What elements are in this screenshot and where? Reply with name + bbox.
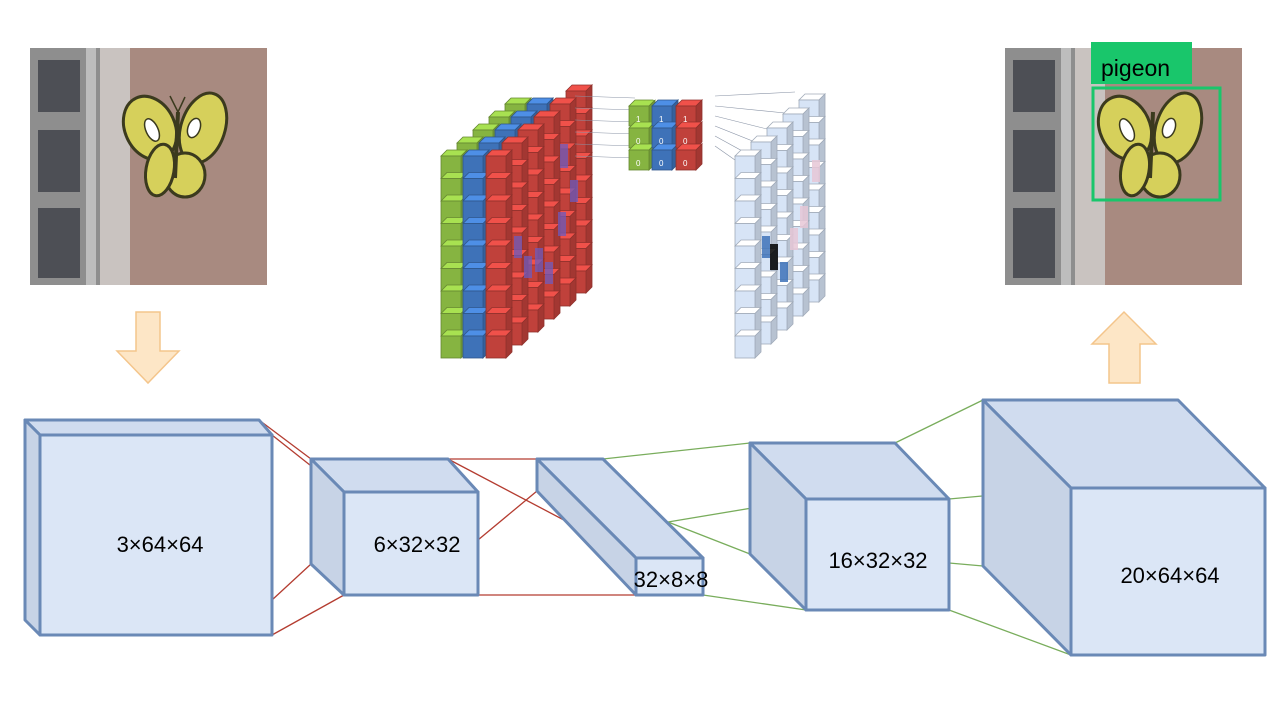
voxel — [462, 329, 490, 359]
kernel-bit: 1 — [683, 115, 688, 124]
detection-box — [1091, 86, 1222, 202]
kernel-bit: 1 — [659, 115, 664, 124]
voxel — [485, 216, 513, 247]
kernel-bit: 0 — [636, 159, 641, 168]
layer-block-6x32x32: 6×32×32 — [309, 457, 480, 597]
detection-label: pigeon — [1101, 55, 1170, 81]
input-channel-stack — [440, 84, 593, 359]
down-arrow-icon — [115, 311, 181, 385]
activation-mark — [780, 262, 788, 282]
layer-block-32x8x8: 32×8×8 — [535, 457, 709, 597]
layer-label: 16×32×32 — [828, 548, 927, 573]
highlight-mark — [545, 262, 553, 284]
kernel-cube: 0 1 0 1 1 0 0 1 0 0 1 0 0 — [628, 84, 710, 171]
voxel — [651, 143, 679, 171]
highlight-mark — [570, 180, 578, 202]
voxel — [675, 143, 703, 171]
up-arrow-icon — [1090, 310, 1158, 384]
activation-mark — [812, 160, 820, 182]
kernel-bit: 0 — [683, 137, 688, 146]
butterfly-icon — [1096, 91, 1204, 199]
activation-mark — [770, 244, 778, 270]
kernel-bit: 1 — [705, 121, 710, 130]
activation-mark — [790, 228, 798, 250]
butterfly-icon — [121, 91, 229, 199]
voxel — [734, 329, 762, 359]
kernel-bit: 1 — [679, 84, 684, 93]
layer-label: 6×32×32 — [374, 532, 461, 557]
voxel — [675, 121, 703, 149]
kernel-bit: 1 — [636, 115, 641, 124]
kernel-bit: 0 — [705, 99, 710, 108]
voxel — [675, 99, 703, 127]
layer-label: 20×64×64 — [1120, 563, 1219, 588]
detection-label-bg — [1091, 42, 1192, 84]
input-image — [30, 48, 267, 285]
highlight-mark — [558, 212, 566, 236]
activation-mark — [762, 236, 770, 258]
voxel — [485, 329, 513, 359]
highlight-mark — [560, 144, 568, 168]
layer-block-3x64x64: 3×64×64 — [23, 418, 274, 637]
voxel — [628, 143, 656, 171]
kernel-bit: 0 — [659, 137, 664, 146]
highlight-mark — [535, 248, 543, 272]
output-feature-map — [734, 93, 826, 359]
output-image: pigeon — [1005, 42, 1242, 285]
kernel-bit: 0 — [683, 159, 688, 168]
convolution-illustration: 0 1 0 1 1 0 0 1 0 0 1 0 0 — [440, 84, 826, 359]
layer-label: 32×8×8 — [634, 567, 709, 592]
kernel-bit: 0 — [652, 93, 657, 102]
voxel — [734, 284, 762, 314]
activation-mark — [800, 206, 808, 228]
highlight-mark — [514, 236, 522, 258]
kernel-bit: 0 — [636, 137, 641, 146]
layer-block-20x64x64: 20×64×64 — [981, 398, 1267, 657]
highlight-mark — [524, 256, 532, 278]
kernel-bit: 0 — [659, 159, 664, 168]
layer-block-16x32x32: 16×32×32 — [748, 441, 951, 612]
layer-label: 3×64×64 — [117, 532, 204, 557]
